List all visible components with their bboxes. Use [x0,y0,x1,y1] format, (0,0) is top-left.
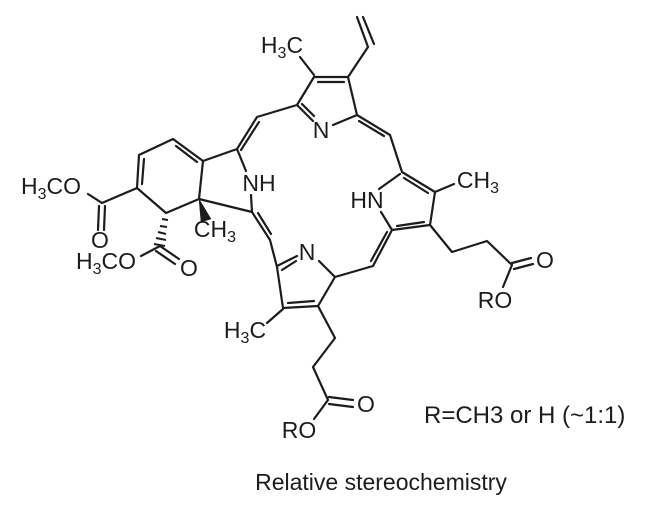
stereochemistry-caption: Relative stereochemistry [255,469,507,495]
nitrogen-top-label: N [313,117,330,143]
hash-bond [153,218,169,247]
r-group-note: R=CH3 or H (~1:1) [424,402,625,429]
carbonyl-o-right-label: O [536,247,554,273]
carbonyl-o-upper-label: O [91,227,109,253]
carbonyl-o-lower-label: O [180,255,198,281]
nh-left-label: NH [242,170,275,196]
nitrogen-bottom-label: N [299,239,316,265]
methoxy-upper-label: H3CO [21,173,81,203]
methyl-wedge-label: CH3 [194,216,236,246]
hn-right-label: HN [350,187,383,213]
methyl-ring-d-label: H3C [224,317,266,347]
methyl-top-label: H3C [261,32,303,62]
ro-bottom-label: RO [282,417,317,443]
wedge-bond [198,198,212,223]
methyl-ring-c-label: CH3 [457,167,499,197]
methoxy-lower-label: H3CO [76,248,136,278]
ro-right-label: RO [478,287,513,313]
bond-lines [86,15,535,421]
carbonyl-o-bottom-label: O [357,391,375,417]
double-bond-inner-lines [140,15,430,305]
